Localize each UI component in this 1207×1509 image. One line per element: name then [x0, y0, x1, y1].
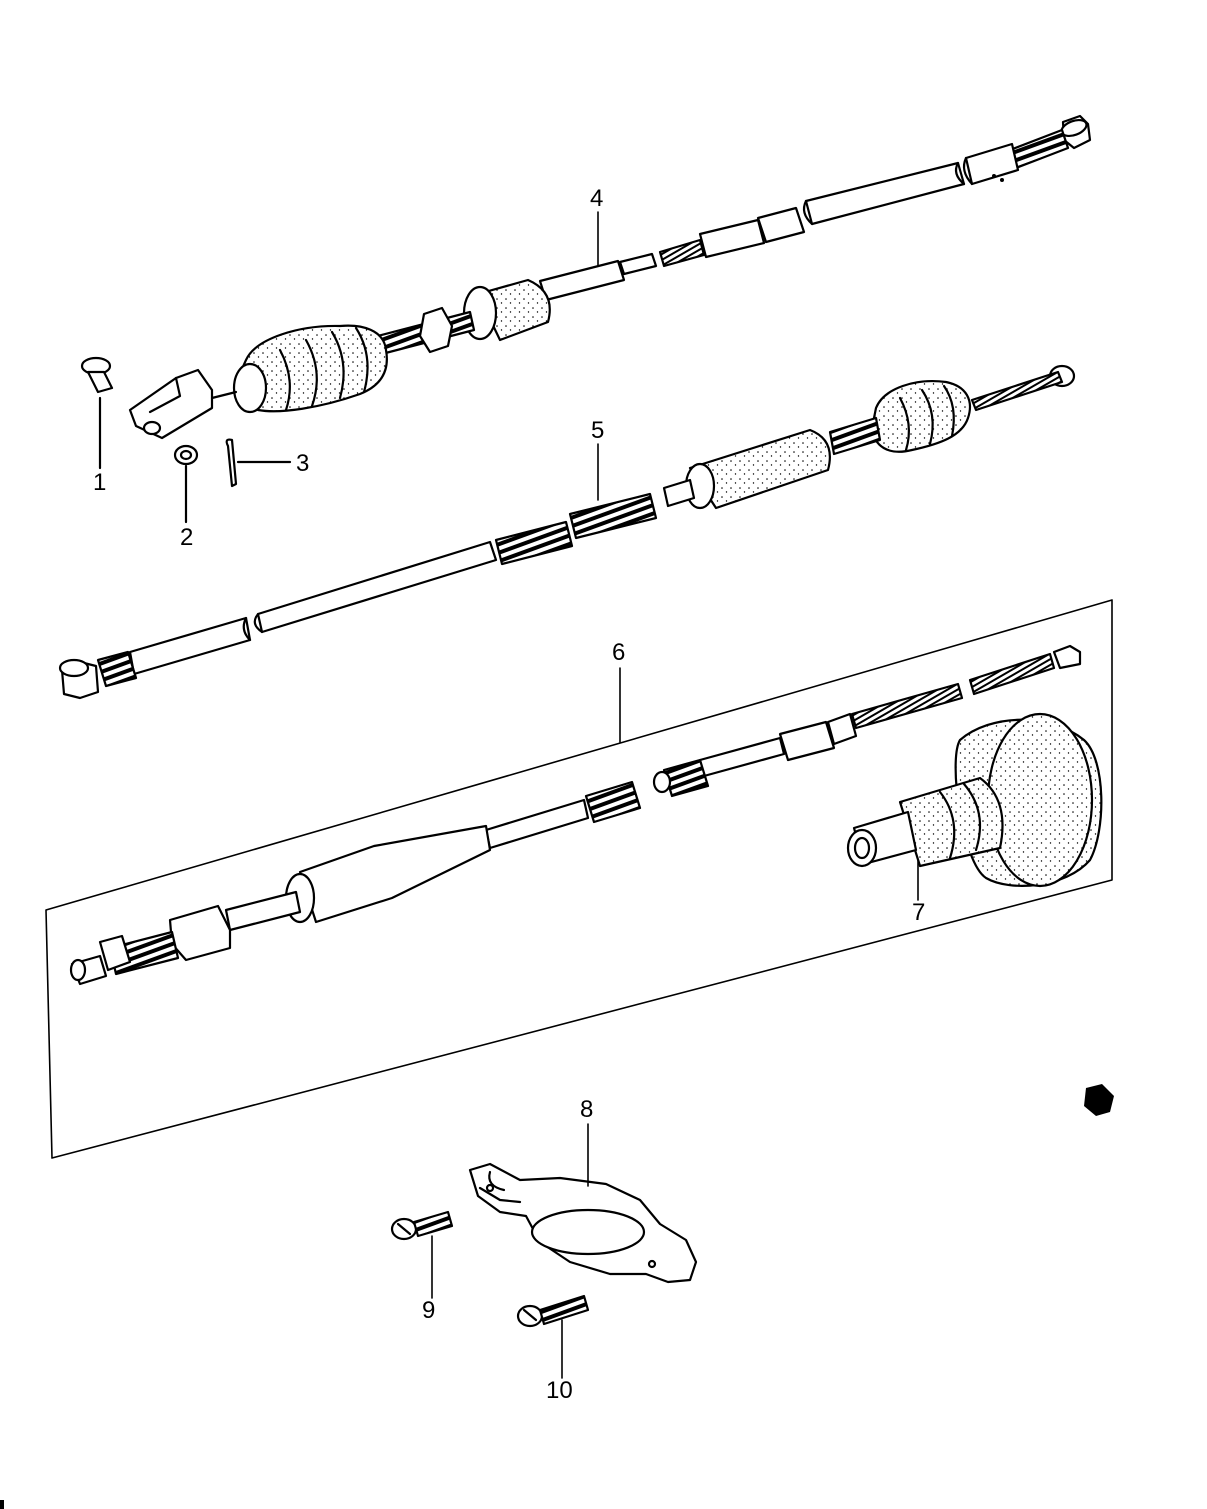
grommet [846, 712, 1103, 888]
screw-short [390, 1210, 454, 1241]
callout-10: 10 [546, 1377, 573, 1404]
callout-1: 1 [93, 469, 106, 496]
callout-labels: 1 2 3 4 5 6 7 8 9 10 [93, 185, 925, 1404]
cable-5-assembly [58, 364, 1076, 700]
callout-8: 8 [580, 1096, 593, 1123]
cable-4-end-eyelet [1008, 114, 1092, 170]
callout-5: 5 [591, 417, 604, 444]
callout-4: 4 [590, 185, 603, 212]
callout-9: 9 [422, 1297, 435, 1324]
cable-4-assembly [128, 114, 1092, 440]
callout-6: 6 [612, 639, 625, 666]
clevis-pin [80, 356, 114, 394]
screw-long [516, 1294, 590, 1328]
kit-frame [45, 599, 1113, 1159]
stray-marks [0, 174, 1114, 1509]
callout-7: 7 [912, 899, 925, 926]
callout-2: 2 [180, 524, 193, 551]
leader-lines [431, 211, 919, 1379]
cable-clamp [468, 1162, 698, 1284]
cotter-pin [225, 438, 238, 488]
cable-4-clevis [128, 368, 238, 440]
callout-3: 3 [296, 450, 309, 477]
cable-6-assembly [69, 644, 1082, 986]
washer [173, 444, 199, 466]
